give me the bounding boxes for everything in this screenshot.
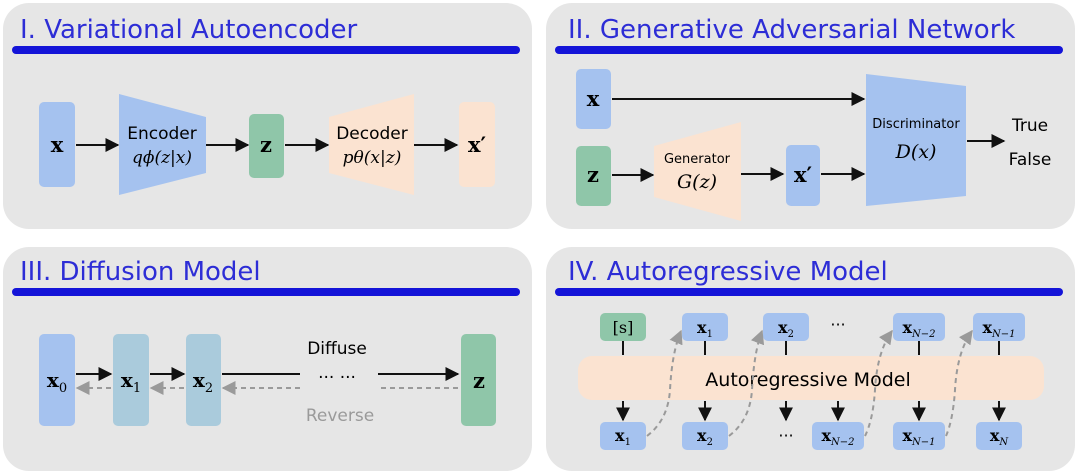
ar-start-token bbox=[600, 313, 646, 341]
ar-model-label: Autoregressive Model bbox=[705, 369, 910, 391]
diffusion-title: III. Diffusion Model bbox=[20, 257, 261, 287]
ar-bottom-token-n2-label: xN−2 bbox=[821, 426, 854, 448]
vae-input-label: x bbox=[51, 132, 64, 157]
gan-discriminator-label: Discriminator bbox=[872, 117, 960, 132]
gan-fake-output-block bbox=[786, 145, 820, 206]
vae-decoder-trapezoid bbox=[329, 94, 414, 195]
ar-bottom-token-1-label: x1 bbox=[615, 426, 631, 448]
vae-decoder-label: Decoder bbox=[336, 124, 408, 144]
gan-generator-label: Generator bbox=[664, 152, 731, 167]
vae-latent-block bbox=[249, 114, 284, 178]
ar-bottom-token-n2 bbox=[812, 422, 864, 450]
diffusion-ellipsis: ··· ··· bbox=[318, 368, 356, 388]
gan-generator-trapezoid bbox=[654, 122, 741, 221]
ar-bottom-token-1 bbox=[600, 422, 646, 450]
vae-latent-label: z bbox=[260, 132, 272, 157]
panel-gan: II. Generative Adversarial Network x z G… bbox=[546, 3, 1075, 229]
diffusion-x1-label: x1 bbox=[121, 368, 141, 396]
diffusion-diffuse-label: Diffuse bbox=[307, 339, 367, 359]
vae-encoder-label: Encoder bbox=[127, 124, 197, 144]
gan-title: II. Generative Adversarial Network bbox=[568, 15, 1015, 45]
gan-fake-output-label: x′ bbox=[794, 162, 813, 187]
diffusion-x1-block bbox=[113, 334, 149, 426]
ar-top-token-n1-label: xN−1 bbox=[982, 318, 1015, 340]
ar-model-block bbox=[578, 356, 1044, 400]
ar-top-token-2-label: x2 bbox=[778, 318, 794, 340]
diffusion-z-block bbox=[461, 334, 496, 426]
gan-output-true: True bbox=[1011, 116, 1048, 136]
ar-bottom-token-n bbox=[976, 422, 1022, 450]
ar-top-token-n2-label: xN−2 bbox=[902, 318, 935, 340]
ar-top-token-n2 bbox=[893, 313, 945, 341]
vae-title: I. Variational Autoencoder bbox=[20, 15, 358, 45]
panel-diffusion: III. Diffusion Model x0 x1 x2 Diffuse ··… bbox=[3, 247, 532, 471]
ar-feedback-arrow-3 bbox=[864, 329, 893, 437]
gan-real-input-label: x bbox=[587, 86, 600, 111]
ar-bottom-token-n1 bbox=[893, 422, 945, 450]
ar-top-ellipsis: ··· bbox=[830, 315, 845, 334]
ar-top-token-1 bbox=[682, 313, 728, 341]
ar-top-token-1-label: x1 bbox=[697, 318, 713, 340]
vae-input-block bbox=[39, 102, 75, 187]
ar-title: IV. Autoregressive Model bbox=[568, 257, 888, 287]
vae-output-label: x′ bbox=[468, 132, 487, 157]
ar-top-token-n1 bbox=[973, 313, 1025, 341]
gan-discriminator-trapezoid bbox=[866, 74, 966, 206]
gan-noise-input-label: z bbox=[587, 162, 599, 187]
ar-bottom-ellipsis: ··· bbox=[778, 426, 793, 445]
panel-vae: I. Variational Autoencoder x Encoder qϕ(… bbox=[3, 3, 532, 229]
vae-encoder-trapezoid bbox=[119, 94, 206, 195]
vae-decoder-formula: pθ(x|z) bbox=[343, 148, 402, 168]
gan-real-input-block bbox=[576, 69, 611, 129]
ar-top-token-2 bbox=[763, 313, 809, 341]
vae-output-block bbox=[459, 102, 495, 187]
ar-bottom-token-2-label: x2 bbox=[697, 426, 713, 448]
ar-bottom-token-n1-label: xN−1 bbox=[902, 426, 935, 448]
diffusion-x2-block bbox=[186, 334, 221, 426]
panel-autoregressive: IV. Autoregressive Model Autoregressive … bbox=[546, 247, 1075, 471]
diffusion-x0-label: x0 bbox=[47, 368, 67, 396]
diffusion-reverse-label: Reverse bbox=[306, 406, 374, 426]
ar-bottom-token-2 bbox=[682, 422, 728, 450]
gan-generator-formula: G(z) bbox=[677, 171, 717, 193]
vae-encoder-formula: qϕ(z|x) bbox=[132, 148, 192, 168]
diffusion-x2-label: x2 bbox=[193, 368, 213, 396]
diffusion-z-label: z bbox=[473, 368, 485, 393]
ar-start-token-label: [s] bbox=[613, 318, 634, 337]
gan-discriminator-formula: D(x) bbox=[895, 141, 937, 163]
diffusion-x0-block bbox=[39, 334, 75, 426]
gan-noise-input-block bbox=[576, 146, 611, 206]
ar-feedback-arrow-4 bbox=[945, 329, 973, 437]
gan-output-false: False bbox=[1009, 150, 1052, 170]
ar-bottom-token-n-label: xN bbox=[990, 426, 1010, 448]
